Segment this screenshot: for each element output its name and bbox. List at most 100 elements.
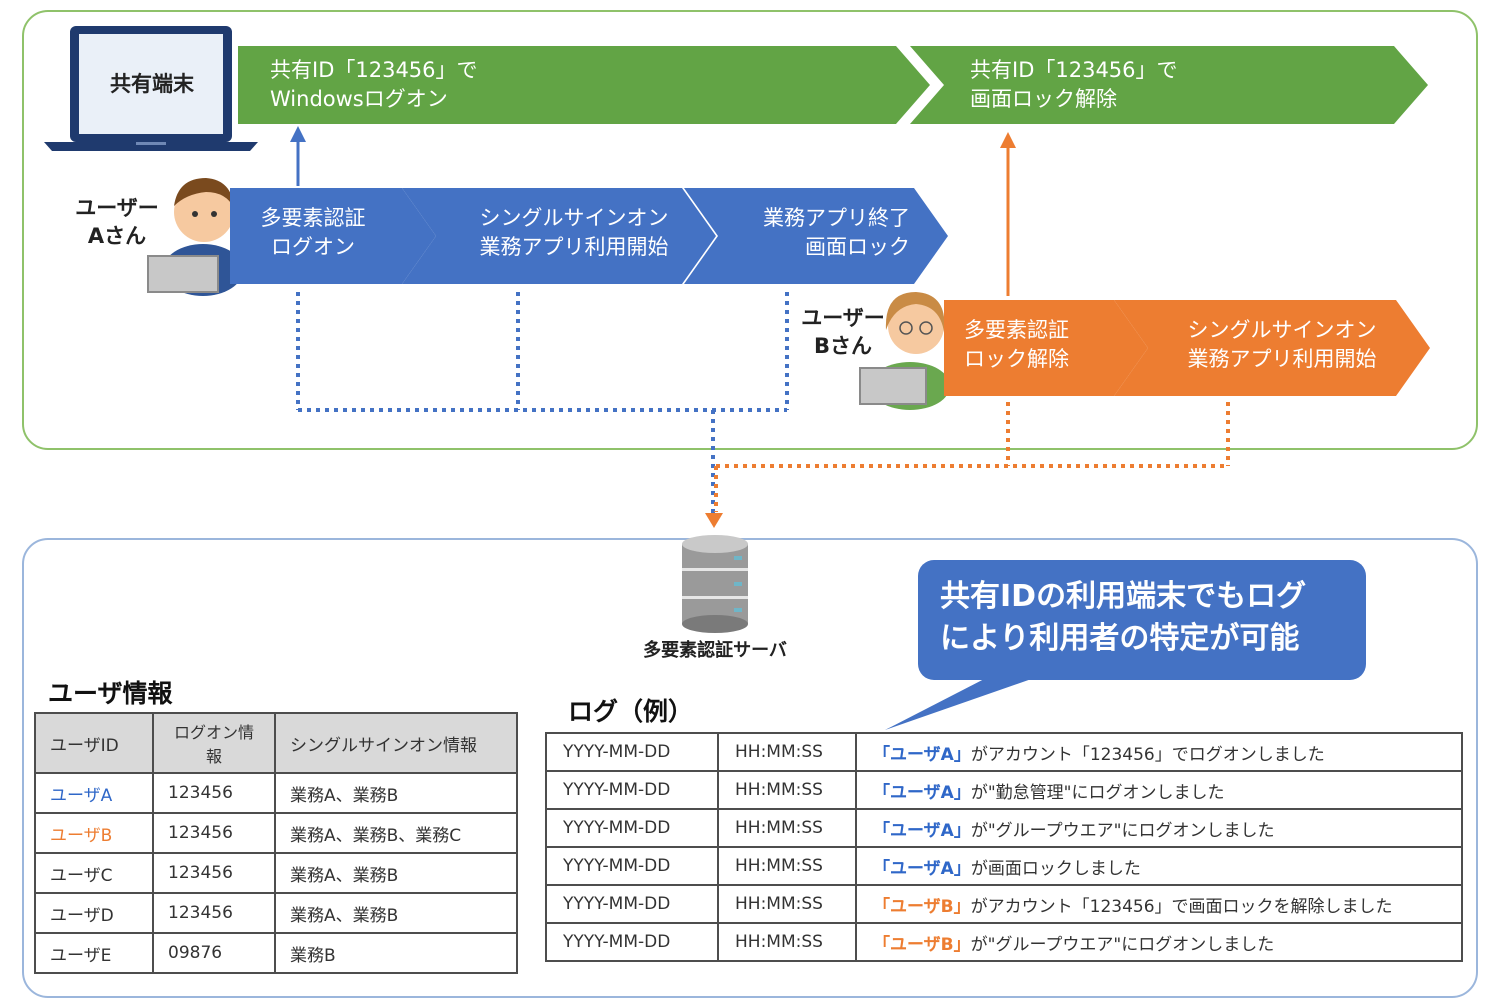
step-line: 共有ID「123456」で [970, 58, 1178, 82]
laptop-icon [44, 26, 258, 151]
step-line: 多要素認証 [260, 206, 366, 230]
server-label: 多要素認証サーバ [643, 640, 787, 661]
user-id-cell: ユーザD [34, 892, 154, 934]
step-line: 画面ロック解除 [970, 87, 1117, 111]
user-b-avatar-icon [859, 292, 950, 410]
user-id-cell: ユーザB [34, 812, 154, 854]
log-user: 「ユーザA」 [873, 782, 971, 803]
step-line: シングルサインオン [1187, 318, 1377, 342]
user-b-step-sso: シングルサインオン 業務アプリ利用開始 [1114, 300, 1430, 396]
user-b-label: ユーザー Bさん [796, 304, 890, 360]
green-step-windows-logon: 共有ID「123456」で Windowsログオン [238, 46, 930, 124]
log-row: YYYY-MM-DD HH:MM:SS 「ユーザA」がアカウント「123456」… [545, 732, 1463, 772]
log-user: 「ユーザB」 [873, 934, 971, 955]
user-b-step-mfa-unlock: 多要素認証 ロック解除 [944, 300, 1148, 396]
log-time-cell: HH:MM:SS [717, 770, 857, 810]
logon-info-cell: 123456 [152, 852, 276, 894]
log-date-cell: YYYY-MM-DD [545, 732, 719, 772]
log-row: YYYY-MM-DD HH:MM:SS 「ユーザA」が画面ロックしました [545, 846, 1463, 886]
log-message-cell: 「ユーザA」がアカウント「123456」でログオンしました [855, 732, 1463, 772]
log-time-cell: HH:MM:SS [717, 884, 857, 924]
log-time-cell: HH:MM:SS [717, 808, 857, 848]
user-a-label: ユーザー Aさん [70, 194, 164, 250]
user-b-label-line1: ユーザー [801, 306, 885, 330]
shared-terminal-panel [22, 10, 1478, 450]
log-user: 「ユーザA」 [873, 820, 971, 841]
user-a-label-line2: Aさん [87, 224, 147, 248]
step-line: 業務アプリ終了 [763, 206, 910, 230]
column-header: ユーザID [34, 712, 154, 774]
table-row: ユーザB 123456 業務A、業務B、業務C [34, 812, 518, 854]
callout-bubble: 共有IDの利用端末でもログ により利用者の特定が可能 [918, 560, 1366, 680]
log-message-cell: 「ユーザA」が"グループウエア"にログオンしました [855, 808, 1463, 848]
step-line: 業務アプリ利用開始 [1187, 347, 1377, 371]
logon-info-cell: 09876 [152, 932, 276, 974]
log-message: が"勤怠管理"にログオンしました [970, 782, 1225, 803]
log-message: がアカウント「123456」でログオンしました [970, 744, 1325, 765]
sso-info-cell: 業務A、業務B、業務C [274, 812, 518, 854]
user-id-cell: ユーザE [34, 932, 154, 974]
user-a-step-sso: シングルサインオン 業務アプリ利用開始 [402, 188, 716, 284]
log-message-cell: 「ユーザA」が"勤怠管理"にログオンしました [855, 770, 1463, 810]
user-info-title: ユーザ情報 [48, 679, 173, 708]
user-info-table: ユーザID ログオン情報 シングルサインオン情報 ユーザA 123456 業務A… [34, 712, 518, 974]
step-line: ロック解除 [964, 347, 1069, 371]
step-line: ログオン [271, 235, 355, 259]
log-user: 「ユーザA」 [873, 858, 971, 879]
table-row: ユーザD 123456 業務A、業務B [34, 892, 518, 934]
column-header: ログオン情報 [152, 712, 276, 774]
log-message-cell: 「ユーザB」がアカウント「123456」で画面ロックを解除しました [855, 884, 1463, 924]
sso-info-cell: 業務A、業務B [274, 772, 518, 814]
log-message: が"グループウエア"にログオンしました [970, 820, 1275, 841]
step-line: シングルサインオン [479, 206, 669, 230]
server-log-panel [22, 538, 1478, 998]
table-row: ユーザE 09876 業務B [34, 932, 518, 974]
log-date-cell: YYYY-MM-DD [545, 846, 719, 886]
table-header-row: ユーザID ログオン情報 シングルサインオン情報 [34, 712, 518, 774]
log-row: YYYY-MM-DD HH:MM:SS 「ユーザA」が"グループウエア"にログオ… [545, 808, 1463, 848]
log-message: がアカウント「123456」で画面ロックを解除しました [970, 896, 1393, 917]
table-row: ユーザC 123456 業務A、業務B [34, 852, 518, 894]
log-date-cell: YYYY-MM-DD [545, 922, 719, 962]
log-time-cell: HH:MM:SS [717, 922, 857, 962]
logon-info-cell: 123456 [152, 812, 276, 854]
sso-info-cell: 業務A、業務B [274, 892, 518, 934]
green-step-unlock: 共有ID「123456」で 画面ロック解除 [910, 46, 1428, 124]
column-header: シングルサインオン情報 [274, 712, 518, 774]
user-a-label-line1: ユーザー [75, 196, 159, 220]
step-line: 多要素認証 [964, 318, 1069, 342]
database-server-icon [682, 535, 748, 633]
sso-info-cell: 業務B [274, 932, 518, 974]
terminal-label: 共有端末 [110, 72, 194, 96]
log-date-cell: YYYY-MM-DD [545, 808, 719, 848]
log-user: 「ユーザA」 [873, 744, 971, 765]
log-time-cell: HH:MM:SS [717, 732, 857, 772]
user-a-step-lock: 業務アプリ終了 画面ロック [684, 188, 948, 284]
step-line: 業務アプリ利用開始 [479, 235, 669, 259]
log-row: YYYY-MM-DD HH:MM:SS 「ユーザA」が"勤怠管理"にログオンしま… [545, 770, 1463, 810]
sso-info-cell: 業務A、業務B [274, 852, 518, 894]
callout-line: 共有IDの利用端末でもログ [940, 579, 1307, 614]
log-message: が画面ロックしました [970, 858, 1141, 879]
log-table: YYYY-MM-DD HH:MM:SS 「ユーザA」がアカウント「123456」… [545, 732, 1463, 962]
log-row: YYYY-MM-DD HH:MM:SS 「ユーザB」が"グループウエア"にログオ… [545, 922, 1463, 962]
table-row: ユーザA 123456 業務A、業務B [34, 772, 518, 814]
user-id-cell: ユーザA [34, 772, 154, 814]
log-message-cell: 「ユーザA」が画面ロックしました [855, 846, 1463, 886]
log-date-cell: YYYY-MM-DD [545, 770, 719, 810]
orange-log-connector [714, 402, 1230, 512]
logon-info-cell: 123456 [152, 772, 276, 814]
step-line: Windowsログオン [270, 87, 448, 111]
user-a-step-mfa-logon: 多要素認証 ログオン [230, 188, 436, 284]
log-message-cell: 「ユーザB」が"グループウエア"にログオンしました [855, 922, 1463, 962]
callout-pointer [885, 676, 1040, 730]
log-date-cell: YYYY-MM-DD [545, 884, 719, 924]
log-time-cell: HH:MM:SS [717, 846, 857, 886]
step-line: 共有ID「123456」で [270, 58, 478, 82]
logon-info-cell: 123456 [152, 892, 276, 934]
log-user: 「ユーザB」 [873, 896, 971, 917]
log-title: ログ（例） [568, 697, 694, 726]
user-id-cell: ユーザC [34, 852, 154, 894]
user-b-label-line2: Bさん [813, 334, 872, 358]
